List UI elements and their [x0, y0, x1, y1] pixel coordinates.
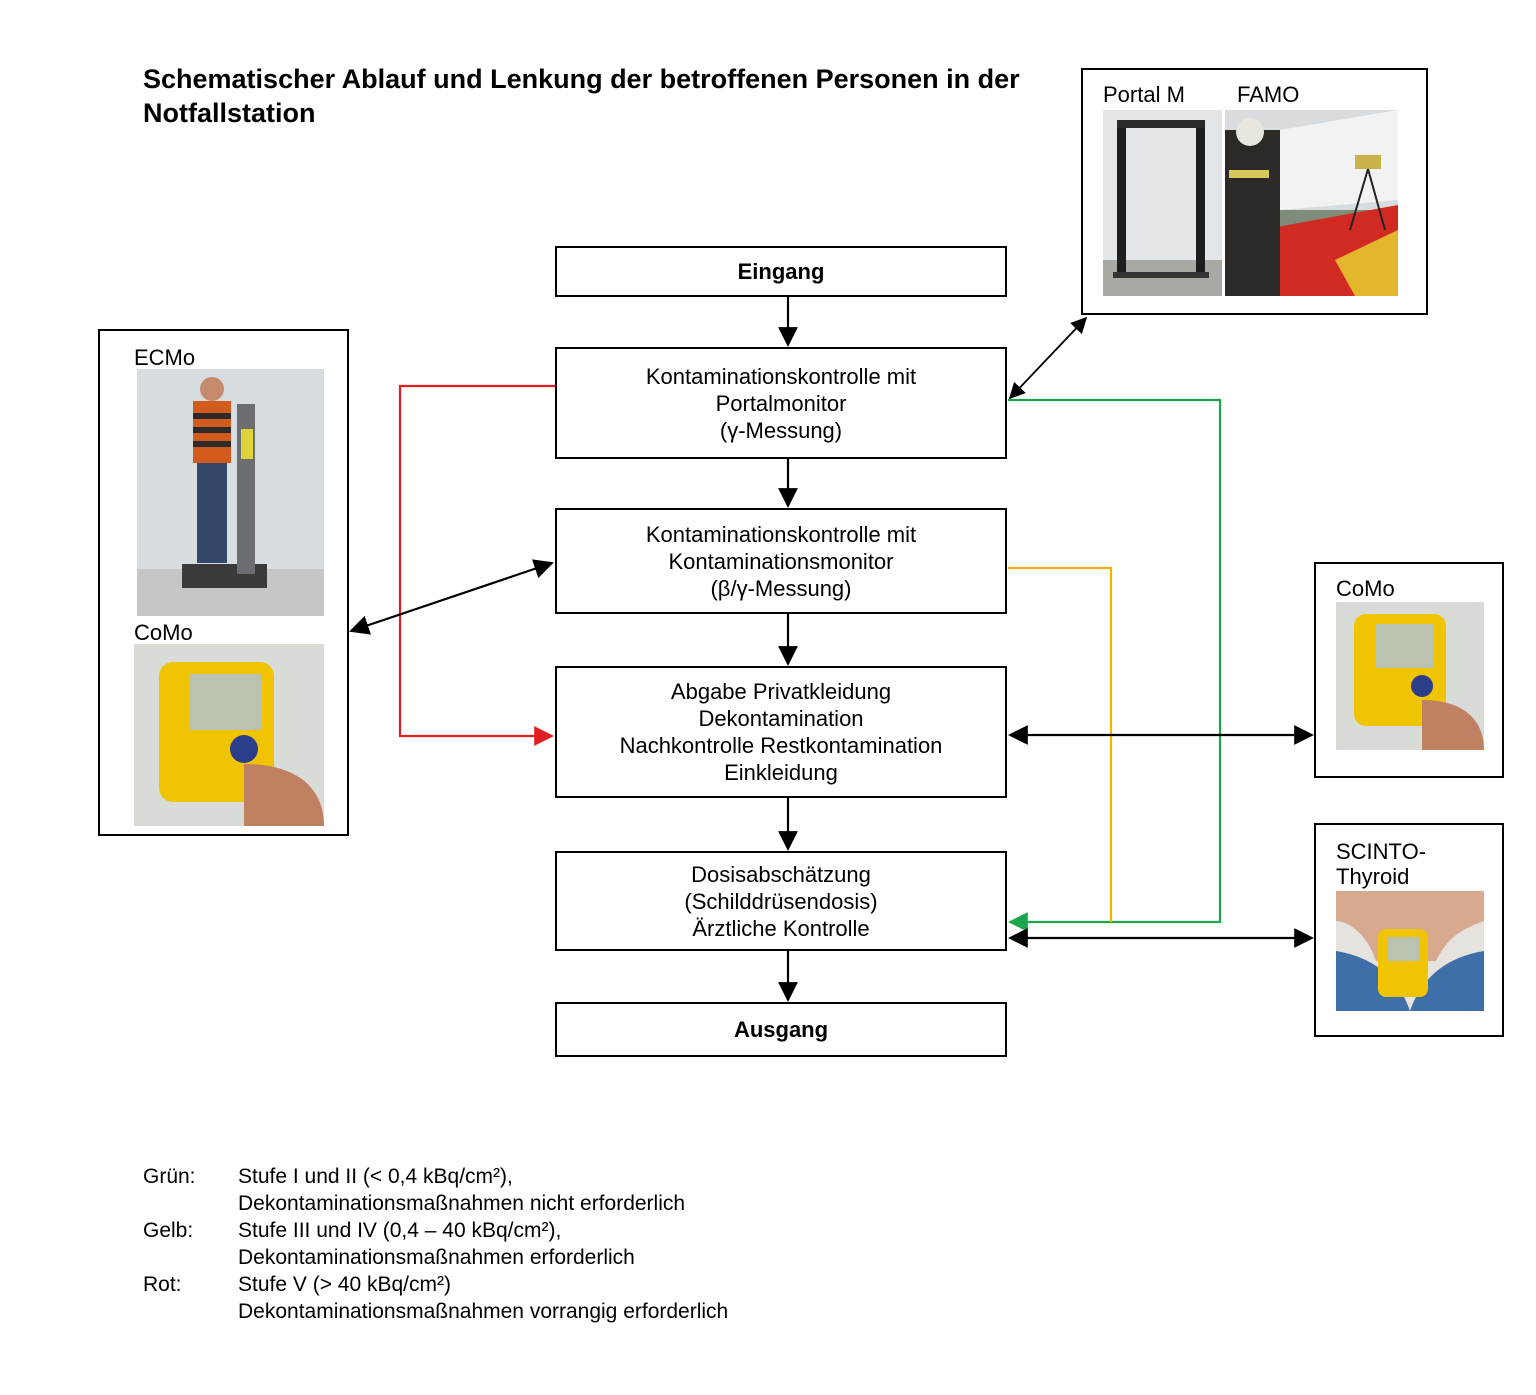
- contamination-monitor-step: Kontaminationskontrolle mit Kontaminatio…: [555, 508, 1007, 614]
- scinto-thyroid-panel: SCINTO- Thyroid: [1314, 823, 1504, 1037]
- step3-line3: Nachkontrolle Restkontamination: [619, 733, 943, 758]
- exit-box: Ausgang: [555, 1002, 1007, 1057]
- legend: Grün: Stufe I und II (< 0,4 kBq/cm²), De…: [143, 1163, 858, 1325]
- step3-line1: Abgabe Privatkleidung: [670, 679, 892, 704]
- page-title: Schematischer Ablauf und Lenkung der bet…: [143, 64, 1020, 128]
- como-label-left: CoMo: [134, 620, 193, 645]
- red-path: [398, 384, 555, 746]
- yellow-path: [1008, 566, 1113, 922]
- step2-line1: Kontaminationskontrolle mit: [645, 521, 917, 547]
- step2-line3: (β/γ-Messung): [710, 575, 852, 601]
- scinto-label-line1: SCINTO-: [1336, 839, 1427, 864]
- step3-line4: Einkleidung: [724, 760, 838, 785]
- legend-red-line1: Stufe V (> 40 kBq/cm²): [238, 1273, 451, 1296]
- como-label-right: CoMo: [1336, 576, 1395, 601]
- arrow-step2-left-panel: [349, 559, 554, 635]
- legend-key-green: Grün:: [143, 1165, 196, 1188]
- ecmo-label: ECMo: [134, 345, 196, 370]
- green-path: [1008, 398, 1222, 932]
- portal-monitor-photo: [1103, 110, 1222, 296]
- famo-label: FAMO: [1237, 82, 1300, 107]
- step4-line1: Dosisabschätzung: [691, 861, 871, 887]
- arrow-step1-portal: [1008, 316, 1088, 400]
- legend-row-yellow: Gelb: Stufe III und IV (0,4 – 40 kBq/cm²…: [143, 1217, 858, 1271]
- scinto-label-line2: Thyroid: [1336, 864, 1410, 889]
- step1-line1: Kontaminationskontrolle mit: [645, 363, 917, 389]
- legend-yellow-line2: Dekontaminationsmaßnahmen erforderlich: [238, 1246, 635, 1269]
- step1-line3: (γ-Messung): [719, 417, 843, 443]
- ecmo-como-panel: ECMo CoMo: [98, 329, 349, 836]
- ecmo-photo: [137, 369, 324, 616]
- scinto-thyroid-photo: [1336, 891, 1484, 1011]
- legend-red-line2: Dekontaminationsmaßnahmen vorrangig erfo…: [238, 1300, 729, 1323]
- step3-line2: Dekontamination: [698, 706, 864, 731]
- exit-label: Ausgang: [733, 1017, 829, 1042]
- legend-green-line2: Dekontaminationsmaßnahmen nicht erforder…: [238, 1192, 686, 1215]
- legend-row-green: Grün: Stufe I und II (< 0,4 kBq/cm²), De…: [143, 1163, 858, 1217]
- famo-photo: [1225, 110, 1398, 296]
- como-panel-right: CoMo: [1314, 562, 1504, 778]
- entrance-label: Eingang: [737, 259, 825, 284]
- legend-key-yellow: Gelb:: [143, 1219, 194, 1242]
- dose-estimation-step: Dosisabschätzung (Schilddrüsendosis) Ärz…: [555, 851, 1007, 951]
- legend-key-red: Rot:: [143, 1273, 182, 1296]
- portal-famo-panel: Portal M FAMO: [1081, 68, 1428, 315]
- step1-line2: Portalmonitor: [715, 390, 847, 416]
- como-photo-left: [134, 644, 324, 826]
- legend-green-line1: Stufe I und II (< 0,4 kBq/cm²),: [238, 1165, 513, 1188]
- legend-row-red: Rot: Stufe V (> 40 kBq/cm²) Dekontaminat…: [143, 1271, 858, 1325]
- portal-monitor-step: Kontaminationskontrolle mit Portalmonito…: [555, 347, 1007, 459]
- step4-line3: Ärztliche Kontrolle: [692, 915, 870, 941]
- legend-yellow-line1: Stufe III und IV (0,4 – 40 kBq/cm²),: [238, 1219, 562, 1242]
- step4-line2: (Schilddrüsendosis): [684, 888, 878, 914]
- entrance-box: Eingang: [555, 246, 1007, 297]
- como-photo-right: [1336, 602, 1484, 750]
- portal-m-label: Portal M: [1103, 82, 1185, 107]
- decontamination-step: Abgabe Privatkleidung Dekontamination Na…: [555, 666, 1007, 798]
- step2-line2: Kontaminationsmonitor: [668, 548, 894, 574]
